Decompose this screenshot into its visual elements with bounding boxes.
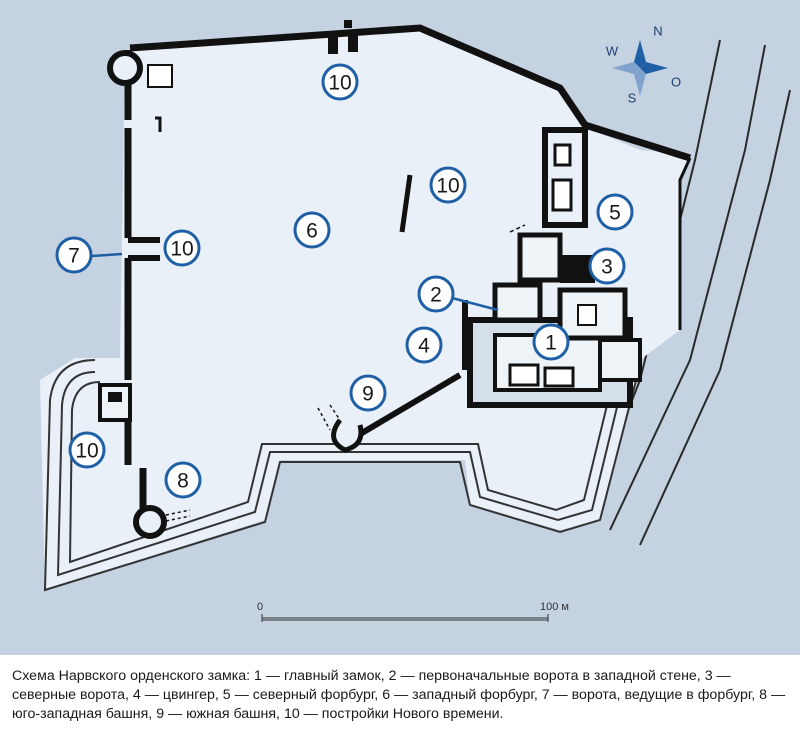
north-forburg-buildings — [509, 127, 588, 233]
svg-text:3: 3 — [601, 256, 613, 279]
leader-line-2 — [451, 296, 499, 312]
svg-text:5: 5 — [609, 202, 621, 225]
map-caption-text: Схема Нарвского орденского замка: 1 — гл… — [12, 668, 786, 722]
svg-text:6: 6 — [306, 220, 318, 243]
marker-10-north: 10 — [321, 63, 359, 101]
compass-south-label: S — [628, 91, 637, 106]
svg-text:10: 10 — [328, 72, 351, 95]
south-tower — [317, 404, 364, 453]
marker-4: 4 — [405, 326, 443, 364]
map-caption-panel: Схема Нарвского орденского замка: 1 — гл… — [0, 655, 800, 750]
svg-text:10: 10 — [75, 440, 98, 463]
scale-end-label: 100 м — [540, 601, 569, 613]
svg-text:10: 10 — [436, 175, 459, 198]
svg-text:1: 1 — [545, 332, 557, 355]
marker-3: 3 — [588, 247, 626, 285]
scale-bar: 0 100 м — [257, 601, 569, 622]
marker-6: 6 — [293, 211, 331, 249]
marker-8: 8 — [164, 461, 202, 499]
north-wall-buildings — [328, 20, 358, 54]
svg-text:9: 9 — [362, 383, 374, 406]
marker-10-center: 10 — [429, 166, 467, 204]
castle-plan-map: N W O S 0 100 м 10 10 10 10 6 7 5 3 2 1 … — [40, 20, 791, 622]
outer-rampart — [43, 359, 641, 592]
marker-10-southwest: 10 — [68, 431, 106, 469]
leader-line-7 — [91, 252, 123, 258]
marker-1: 1 — [532, 323, 570, 361]
southwest-tower — [133, 505, 191, 539]
svg-text:7: 7 — [68, 245, 80, 268]
compass-rose: N W O S — [606, 24, 681, 106]
marker-7: 7 — [55, 236, 93, 274]
marker-5: 5 — [596, 193, 634, 231]
compass-west-label: W — [606, 44, 619, 59]
svg-text:8: 8 — [177, 470, 189, 493]
scale-start-label: 0 — [257, 601, 263, 613]
fortress-walls — [124, 24, 692, 508]
castle-grounds — [40, 25, 690, 590]
svg-text:4: 4 — [418, 335, 430, 358]
marker-9: 9 — [349, 374, 387, 412]
compass-north-label: N — [653, 24, 662, 39]
northwest-tower — [107, 50, 173, 88]
svg-text:2: 2 — [430, 284, 442, 307]
marker-10-west: 10 — [163, 229, 201, 267]
marker-2: 2 — [417, 275, 455, 313]
southwest-bastion-buildings — [98, 383, 132, 422]
svg-text:10: 10 — [170, 238, 193, 261]
compass-east-label: O — [671, 75, 681, 90]
